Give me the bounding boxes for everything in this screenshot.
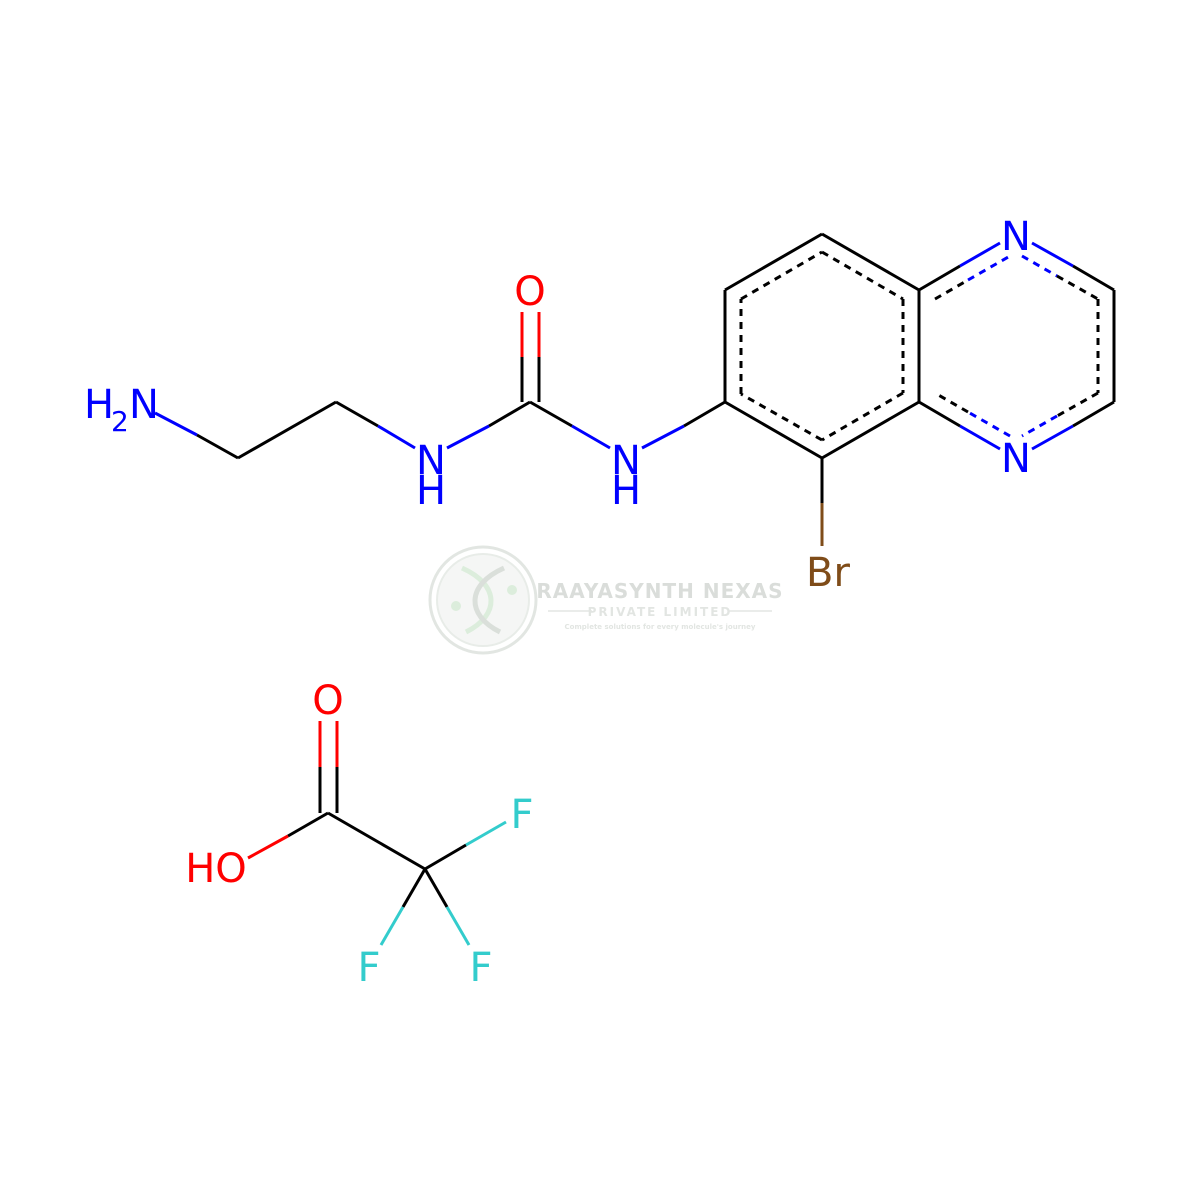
- pyrazine-aromatic-dashes: [934, 254, 1100, 438]
- bond-ring-c7-c8: [724, 232, 823, 292]
- bond-ch2-ch2: [237, 400, 337, 460]
- atom-amine-h: H: [84, 382, 114, 428]
- bond-ring-c8-c8a: [821, 232, 920, 292]
- atom-fluorine-2: F: [357, 945, 380, 991]
- bond-cf3-f3: [423, 868, 449, 908]
- bond-carbonyl-nh-b: [571, 424, 611, 450]
- bond-amine-ch2: [154, 411, 198, 437]
- bond-cf3-f2: [401, 868, 427, 908]
- bond-carbonyl-nh: [529, 400, 573, 428]
- bond-nh-ring-b: [683, 400, 726, 428]
- atom-quinoxaline-n-bottom: N: [1001, 436, 1031, 482]
- bond-ring-c8a-n1: [918, 264, 961, 292]
- atom-urea-nh-right-h: H: [611, 468, 641, 514]
- bond-cf3-f1-b: [465, 820, 507, 847]
- bond-ring-n1-c2: [1031, 241, 1074, 268]
- atom-amine-h-count: 2: [111, 405, 129, 438]
- bond-ring-n4-c4a: [959, 424, 1001, 451]
- bond-ch2-nh: [335, 400, 379, 428]
- atom-bromine: Br: [806, 550, 850, 596]
- bond-cf3-f3-b: [445, 906, 471, 946]
- bond-c-cf3: [327, 811, 426, 871]
- bond-nh-ring: [641, 424, 685, 450]
- tfa-molecule-bonds: [247, 721, 507, 946]
- bond-nh-carbonyl-b: [488, 400, 531, 428]
- bond-ch2-nh-b: [377, 424, 416, 450]
- bond-cf3-f2-b: [379, 906, 405, 946]
- atom-acid-oh: HO: [185, 846, 247, 892]
- dna-helix-icon: [428, 545, 538, 655]
- atom-acid-o: O: [312, 678, 343, 724]
- bond-ring-n4-c4a-b: [918, 400, 961, 428]
- bond-nh-carbonyl: [446, 424, 490, 450]
- watermark-subtitle: PRIVATE LIMITED: [588, 605, 733, 619]
- bond-ring-c8a-n1-b: [959, 241, 1001, 268]
- bond-ring-c4a-c5: [821, 400, 920, 460]
- atom-amine-n: N: [129, 382, 159, 428]
- bond-ring-c3-n4-b: [1031, 424, 1074, 451]
- atom-urea-nh-left-h: H: [416, 468, 446, 514]
- atom-fluorine-1: F: [510, 792, 533, 838]
- tfa-molecule-atoms: O HO F F F: [185, 678, 533, 991]
- watermark-tagline: Complete solutions for every molecule's …: [565, 623, 756, 631]
- urea-molecule-bonds: [154, 232, 1116, 546]
- atom-urea-nh-right-n: N: [611, 438, 641, 484]
- bond-ring-n1-c2-b: [1072, 264, 1115, 292]
- watermark: RAAYASYNTH NEXAS PRIVATE LIMITED Complet…: [428, 545, 783, 655]
- bond-ring-c5-c6: [724, 400, 823, 460]
- urea-molecule-atoms: H 2 N N H O N H N N Br: [84, 214, 1031, 596]
- bond-cf3-f1: [424, 843, 467, 871]
- bond-amine-ch2-b: [196, 433, 239, 460]
- bond-acid-c-oh-b: [247, 834, 289, 860]
- atom-urea-o: O: [514, 269, 545, 315]
- bond-acid-c-oh: [287, 811, 329, 838]
- atom-quinoxaline-n-top: N: [1001, 214, 1031, 260]
- bond-ring-c3-n4: [1072, 400, 1115, 428]
- atom-urea-nh-left-n: N: [416, 438, 446, 484]
- atom-fluorine-3: F: [469, 945, 492, 991]
- benzene-aromatic-dashes: [739, 250, 905, 442]
- watermark-company: RAAYASYNTH NEXAS: [536, 579, 783, 603]
